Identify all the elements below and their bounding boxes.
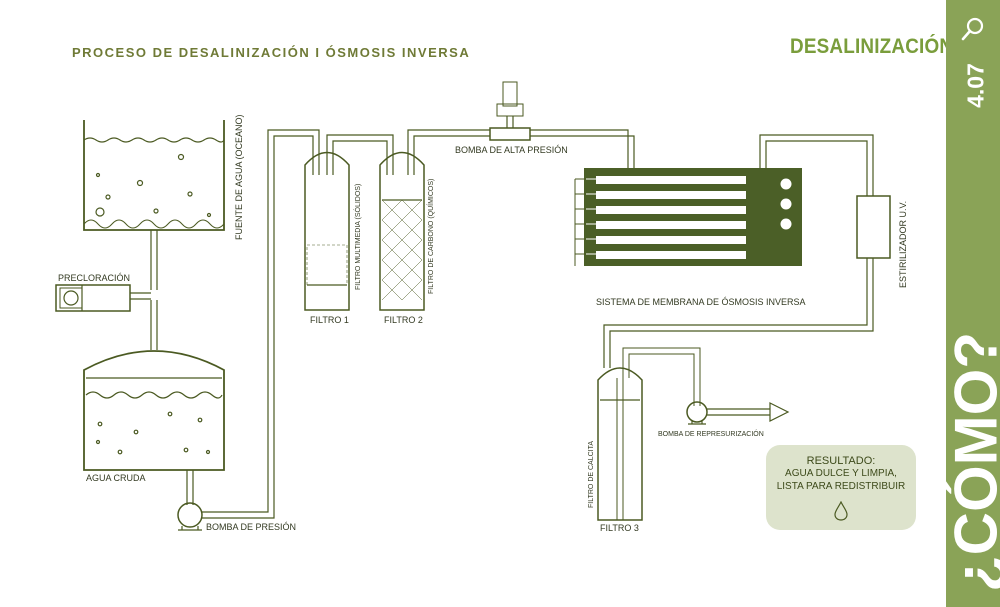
- page-number: 4.07: [962, 63, 989, 108]
- pressure-pump-label: BOMBA DE PRESIÓN: [206, 522, 297, 532]
- search-icon[interactable]: [958, 14, 988, 44]
- raw-water-label: AGUA CRUDA: [86, 473, 146, 483]
- filter1-type-label: FILTRO MULTIMEDIA (SÓLIDOS): [355, 183, 362, 290]
- filter3-label: FILTRO 3: [600, 523, 639, 533]
- prechlorination-label: PRECLORACIÓN: [58, 273, 131, 283]
- filter2-type-label: FILTRO DE CARBONO (QUÍMICOS): [428, 178, 435, 294]
- ro-membrane-system: [574, 168, 802, 266]
- result-title: RESULTADO:: [806, 455, 876, 467]
- repressurization-pump-label: BOMBA DE REPRESURIZACIÓN: [658, 431, 764, 438]
- sidebar: [946, 0, 1000, 607]
- result-line-1: AGUA DULCE Y LIMPIA,: [785, 468, 897, 479]
- process-diagram: [55, 81, 891, 531]
- ocean-tank: [83, 120, 225, 231]
- page-title: PROCESO DE DESALINIZACIÓN I ÓSMOSIS INVE…: [72, 45, 471, 60]
- water-drop-icon: [834, 501, 848, 521]
- high-pressure-pump-label: BOMBA DE ALTA PRESIÓN: [455, 145, 568, 155]
- result-line-2: LISTA PARA REDISTRIBUIR: [776, 481, 906, 492]
- uv-sterilizer-label: ESTIRILIZADOR U.V.: [898, 200, 908, 288]
- filter1-label: FILTRO 1: [310, 315, 349, 325]
- ro-system-label: SISTEMA DE MEMBRANA DE ÓSMOSIS INVERSA: [596, 297, 806, 307]
- section-title: ¿CÓMO?: [942, 332, 1000, 592]
- water-source-label: FUENTE DE AGUA (OCEANO): [234, 114, 244, 240]
- result-box: RESULTADO: AGUA DULCE Y LIMPIA, LISTA PA…: [766, 445, 916, 530]
- filter2-label: FILTRO 2: [384, 315, 423, 325]
- brand-title: DESALINIZACIÓN: [790, 35, 954, 58]
- filter3-type-label: FILTRO DE CALCITA: [588, 440, 595, 508]
